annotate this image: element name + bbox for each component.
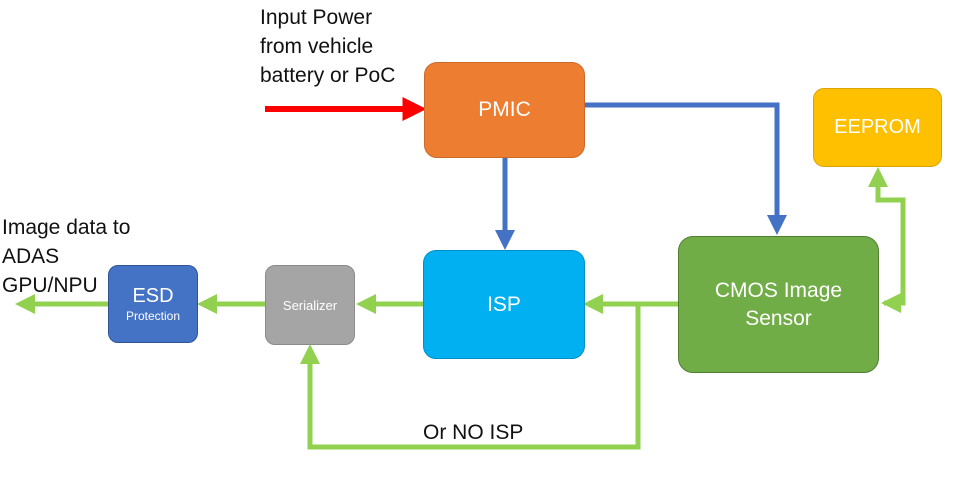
bypass-label: Or NO ISP xyxy=(423,421,524,444)
input-power-line3: battery or PoC xyxy=(260,64,396,87)
input-power-line1: Input Power xyxy=(260,6,373,29)
eeprom-label: EEPROM xyxy=(834,116,921,138)
input-power-line2: from vehicle xyxy=(260,35,374,58)
serializer-block: Serializer xyxy=(265,265,355,345)
bypass-arrow xyxy=(300,304,641,450)
image-data-label: Image data to ADAS GPU/NPU xyxy=(2,213,130,300)
esd-label: ESD xyxy=(132,285,174,307)
image-data-line2: ADAS xyxy=(2,245,60,268)
isp-block: ISP xyxy=(423,250,585,359)
image-data-line1: Image data to xyxy=(2,216,131,239)
esd-block: ESD Protection xyxy=(108,265,198,343)
serializer-label: Serializer xyxy=(282,297,338,313)
cmos-label-line1: CMOS Image xyxy=(714,278,843,302)
esd-sublabel: Protection xyxy=(125,309,181,323)
image-data-line3: GPU/NPU xyxy=(2,274,98,297)
input-power-label: Input Power from vehicle battery or PoC xyxy=(260,3,395,90)
cmos-label-line2: Sensor xyxy=(745,306,812,330)
cmos-sensor-block: CMOS Image Sensor xyxy=(678,236,879,373)
pmic-label: PMIC xyxy=(478,98,531,121)
cmos-to-eeprom-arrow xyxy=(868,166,906,306)
eeprom-to-cmos-arrow xyxy=(875,183,906,313)
pmic-to-cmos-arrow xyxy=(585,102,787,236)
eeprom-block: EEPROM xyxy=(813,88,942,167)
isp-label: ISP xyxy=(487,292,521,316)
pmic-block: PMIC xyxy=(424,62,585,158)
